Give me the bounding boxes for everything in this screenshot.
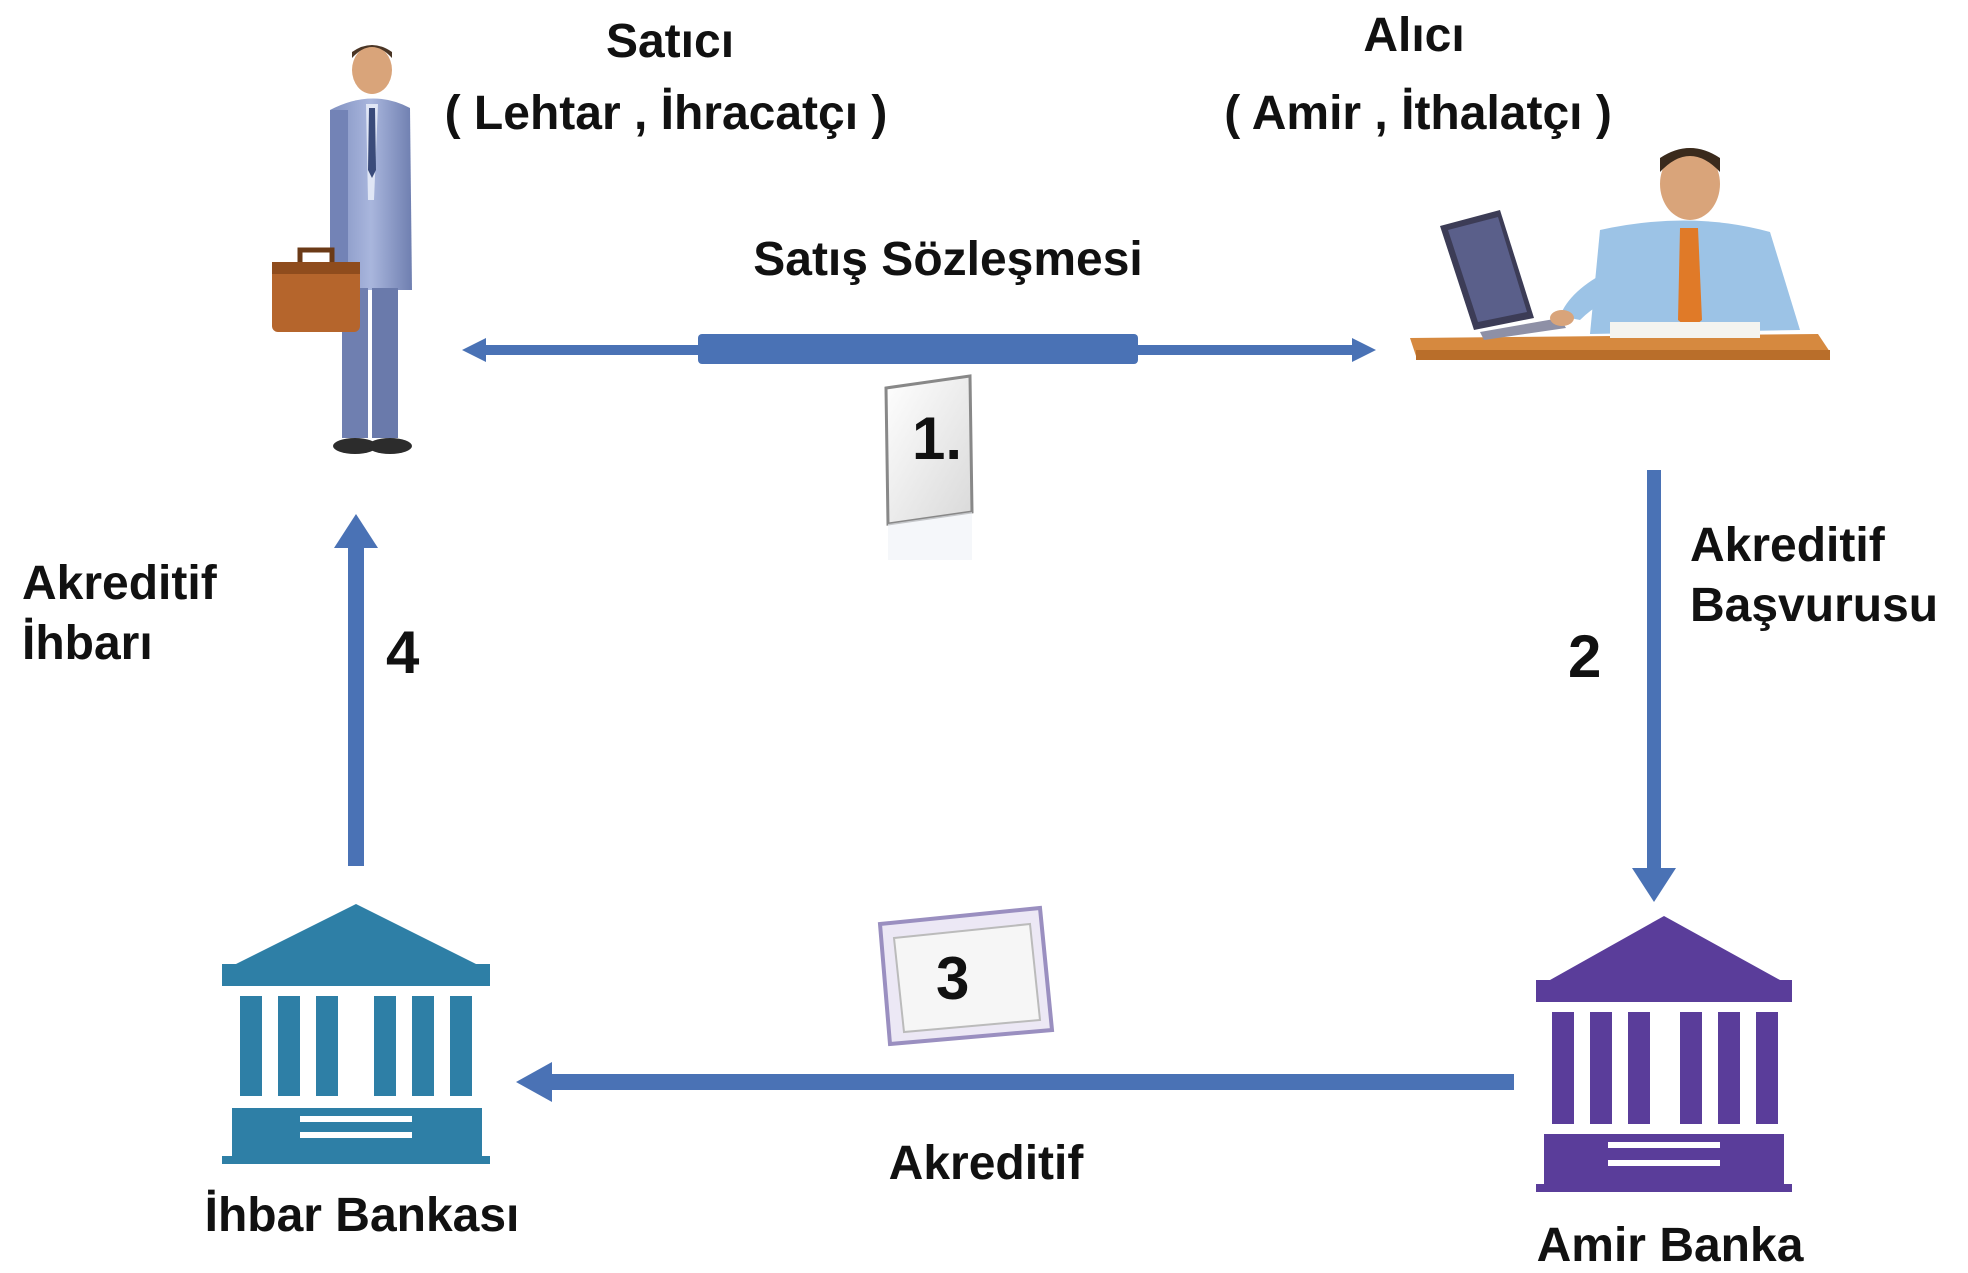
application-label-line1: Akreditif <box>1690 519 1885 572</box>
document-1-icon <box>884 374 974 560</box>
seller-subtitle: ( Lehtar , İhracatçı ) <box>444 87 888 140</box>
step-2-number: 2 <box>1568 623 1602 690</box>
seller-title: Satıcı <box>605 15 735 68</box>
sales-contract-arrow <box>462 334 1376 364</box>
document-3-icon <box>877 905 1055 1047</box>
notification-label-line2: İhbarı <box>22 617 153 670</box>
step-4-number: 4 <box>386 619 420 686</box>
notification-label-line1: Akreditif <box>22 557 217 610</box>
application-arrow <box>1632 470 1676 902</box>
buyer-title: Alıcı <box>1363 9 1465 62</box>
application-label-line2: Başvurusu <box>1690 579 1939 632</box>
buyer-subtitle: ( Amir , İthalatçı ) <box>1224 87 1612 140</box>
letter-of-credit-arrow <box>516 1062 1514 1102</box>
issuing-bank-icon <box>1536 916 1792 1192</box>
seller-person-icon <box>272 45 412 454</box>
letter-of-credit-label: Akreditif <box>888 1137 1084 1190</box>
advising-bank-icon <box>222 904 490 1164</box>
sales-contract-label: Satış Sözleşmesi <box>753 233 1143 286</box>
step-1-number: 1. <box>912 405 963 472</box>
notification-arrow <box>334 514 378 866</box>
advising-bank-label: İhbar Bankası <box>204 1189 520 1242</box>
step-3-number: 3 <box>936 945 970 1012</box>
issuing-bank-label: Amir Banka <box>1536 1219 1804 1272</box>
buyer-person-icon <box>1410 148 1830 360</box>
